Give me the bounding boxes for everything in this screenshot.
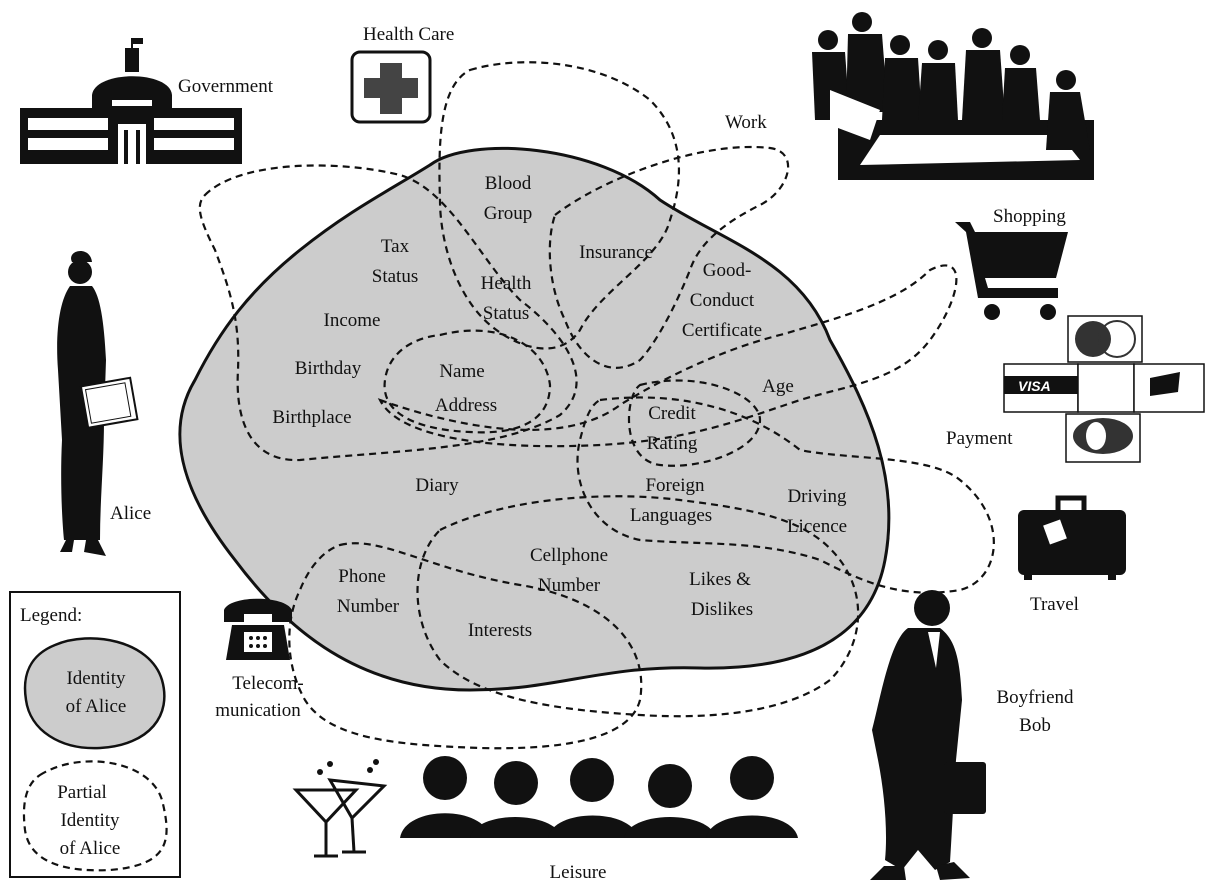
attr-birthplace: Birthplace bbox=[272, 407, 351, 428]
attr-birthday: Birthday bbox=[295, 358, 362, 379]
partial-identity-leisure bbox=[416, 495, 860, 718]
attr-likes-dislikes: Likes &Dislikes bbox=[689, 569, 753, 620]
partial-identities bbox=[198, 61, 995, 750]
identity-of-alice-area bbox=[178, 146, 891, 692]
label-alice: Alice bbox=[110, 503, 151, 524]
capitol-building-icon bbox=[20, 38, 242, 164]
shopping-cart-icon bbox=[955, 222, 1068, 320]
woman-silhouette-icon bbox=[57, 251, 139, 556]
partial-identity-work bbox=[548, 145, 790, 369]
partial-identity-telecom bbox=[288, 542, 643, 750]
attr-diary: Diary bbox=[415, 475, 459, 496]
partial-identity-name-address bbox=[383, 329, 552, 434]
telephone-icon bbox=[224, 598, 292, 660]
audience-silhouettes-icon bbox=[400, 756, 798, 838]
context-labels: Government Health Care Work Shopping Pay… bbox=[110, 24, 1079, 883]
label-shopping: Shopping bbox=[993, 206, 1066, 227]
label-payment: Payment bbox=[946, 428, 1013, 449]
label-health-care: Health Care bbox=[363, 24, 454, 45]
legend-partial-swatch bbox=[22, 760, 168, 872]
attr-age: Age bbox=[762, 376, 794, 397]
man-silhouette-icon bbox=[870, 590, 986, 880]
partial-identity-shopping bbox=[377, 264, 958, 448]
legend-title: Legend: bbox=[20, 605, 82, 626]
visa-logo: VISA bbox=[1018, 378, 1051, 394]
attr-insurance: Insurance bbox=[579, 242, 653, 263]
partial-identity-government bbox=[198, 164, 578, 462]
meeting-people-icon bbox=[812, 12, 1094, 180]
credit-cards-icon: VISA bbox=[1003, 315, 1205, 463]
label-government: Government bbox=[178, 76, 274, 97]
attr-income: Income bbox=[324, 310, 381, 331]
medical-cross-icon bbox=[350, 50, 432, 124]
partial-identity-health-care bbox=[438, 61, 680, 350]
label-telecom: Telecom-munication bbox=[215, 673, 303, 721]
partial-identity-payment bbox=[627, 379, 762, 467]
label-travel: Travel bbox=[1030, 594, 1079, 615]
suitcase-icon bbox=[1018, 495, 1126, 580]
cocktail-glasses-icon bbox=[292, 759, 388, 858]
label-work: Work bbox=[725, 112, 767, 133]
label-leisure: Leisure bbox=[550, 862, 607, 883]
attr-interests: Interests bbox=[468, 620, 532, 641]
legend-identity-swatch bbox=[23, 637, 166, 750]
